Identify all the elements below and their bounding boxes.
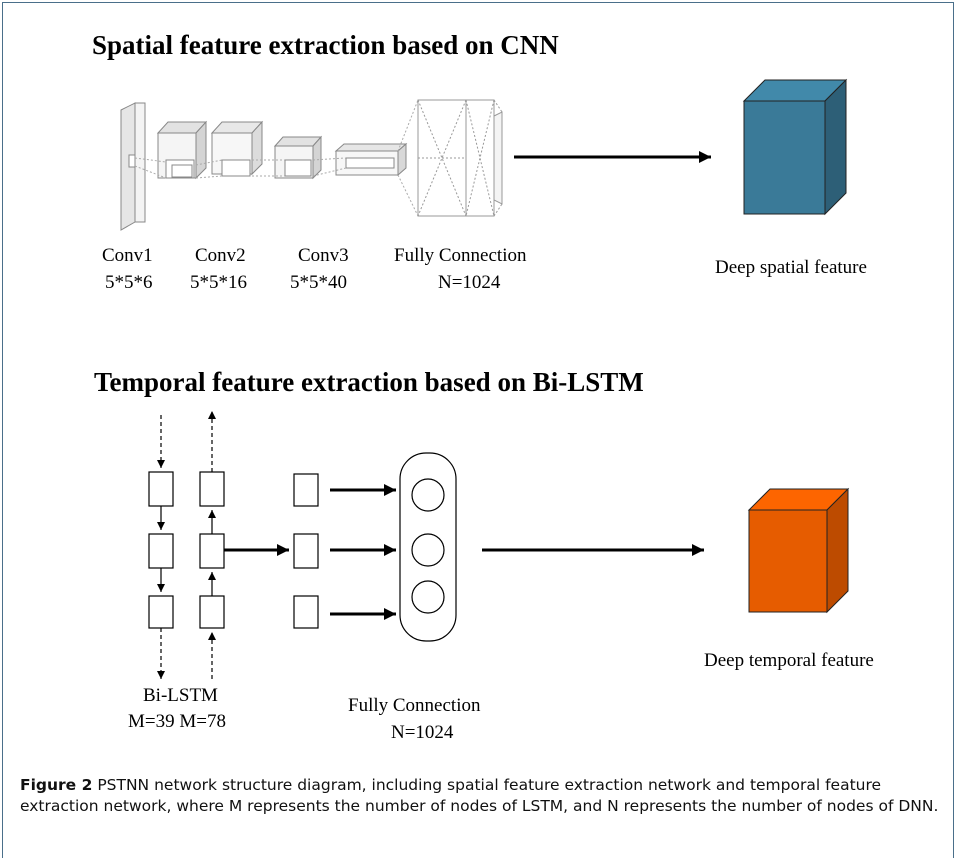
fc-input-1 [293,473,319,507]
conv2-block [210,120,264,177]
bilstm-cell-f2 [148,533,174,569]
spatial-output-cube [742,78,848,216]
temporal-output-label: Deep temporal feature [704,650,874,671]
caption-text: PSTNN network structure diagram, includi… [20,776,939,815]
conv3-label: Conv3 [298,245,349,266]
figure-label: Figure 2 [20,776,93,794]
bilstm-cell-b3 [199,595,225,629]
temporal-fc-label: Fully Connection [348,695,481,716]
cnn-connectors [134,99,419,217]
fc-size: N=1024 [438,272,501,293]
conv2-label: Conv2 [195,245,246,266]
conv1-label: Conv1 [102,245,153,266]
fc-node-3 [411,580,445,614]
fc-node-1 [411,478,445,512]
bilstm-sizes: M=39 M=78 [128,711,226,732]
fc-label: Fully Connection [394,245,527,266]
fc-input-2 [293,533,319,569]
conv2-size: 5*5*16 [190,272,247,293]
bilstm-label: Bi-LSTM [143,685,218,706]
conv1-block [156,120,208,180]
figure-caption: Figure 2 PSTNN network structure diagram… [20,775,940,817]
bilstm-cell-b1 [199,471,225,507]
bilstm-cell-f3 [148,595,174,629]
bilstm-cell-f1 [148,471,174,507]
conv3-block [273,135,323,180]
conv3-size: 5*5*40 [290,272,347,293]
temporal-fc-size: N=1024 [391,722,454,743]
temporal-output-cube [747,487,850,614]
input-layer [120,102,146,231]
spatial-title: Spatial feature extraction based on CNN [92,30,559,60]
bilstm-cell-b2 [199,533,225,569]
spatial-output-label: Deep spatial feature [715,257,867,278]
diagram-canvas: Spatial feature extraction based on CNN [92,30,874,743]
fc-panels [417,99,503,217]
fc-node-2 [411,533,445,567]
fc-input-3 [293,595,319,629]
bilstm-diagram [148,411,457,679]
conv1-size: 5*5*6 [105,272,153,293]
temporal-title: Temporal feature extraction based on Bi-… [94,367,644,397]
cnn-diagram [120,99,503,231]
flatten-block [334,142,408,177]
